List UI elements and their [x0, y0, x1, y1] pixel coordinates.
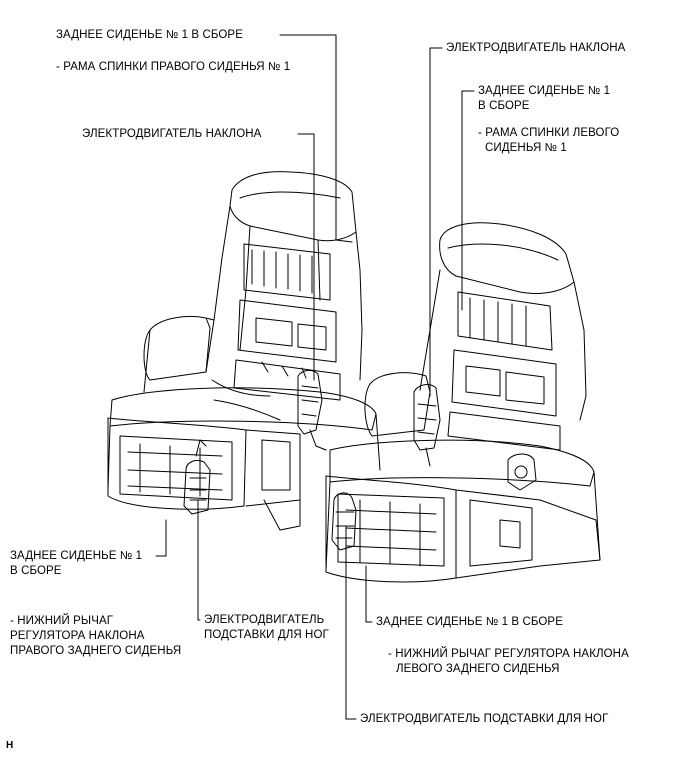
- label-ottoman-motor-left-line1: ЭЛЕКТРОДВИГАТЕЛЬ: [204, 614, 325, 626]
- label-rear-seat-assembly-top: ЗАДНЕЕ СИДЕНЬЕ № 1 В СБОРЕ: [56, 29, 243, 41]
- label-right-seatback-frame: - РАМА СПИНКИ ПРАВОГО СИДЕНЬЯ № 1: [56, 61, 291, 73]
- label-lower-arm-right-line2: РЕГУЛЯТОРА НАКЛОНА: [10, 630, 145, 642]
- label-ottoman-motor-left-line2: ПОДСТАВКИ ДЛЯ НОГ: [204, 629, 329, 641]
- leader-lines: [155, 34, 475, 720]
- label-rear-seat-assembly-left-line2: В СБОРЕ: [10, 565, 62, 577]
- label-rear-seat-assembly-left-line1: ЗАДНЕЕ СИДЕНЬЕ № 1: [10, 550, 143, 562]
- left-seat-illustration: [325, 222, 601, 583]
- label-ottoman-motor-bottom: ЭЛЕКТРОДВИГАТЕЛЬ ПОДСТАВКИ ДЛЯ НОГ: [360, 713, 609, 725]
- corner-mark: H: [6, 740, 14, 751]
- label-left-seatback-frame-line2: СИДЕНЬЯ № 1: [485, 142, 567, 154]
- label-lower-arm-left-line1: - НИЖНИЙ РЫЧАГ РЕГУЛЯТОРА НАКЛОНА: [388, 648, 629, 660]
- label-rear-seat-assembly-right-line2: В СБОРЕ: [478, 100, 530, 112]
- label-rear-seat-assembly-bottom: ЗАДНЕЕ СИДЕНЬЕ № 1 В СБОРЕ: [376, 616, 563, 628]
- right-seat-illustration: [107, 171, 381, 531]
- label-lower-arm-right-line1: - НИЖНИЙ РЫЧАГ: [10, 615, 114, 627]
- label-rear-seat-assembly-right-line1: ЗАДНЕЕ СИДЕНЬЕ № 1: [478, 85, 611, 97]
- label-left-seatback-frame-line1: - РАМА СПИНКИ ЛЕВОГО: [478, 127, 620, 139]
- label-recline-motor-left: ЭЛЕКТРОДВИГАТЕЛЬ НАКЛОНА: [82, 128, 262, 140]
- label-recline-motor-right: ЭЛЕКТРОДВИГАТЕЛЬ НАКЛОНА: [446, 42, 626, 54]
- label-lower-arm-right-line3: ПРАВОГО ЗАДНЕГО СИДЕНЬЯ: [10, 645, 182, 657]
- label-lower-arm-left-line2: ЛЕВОГО ЗАДНЕГО СИДЕНЬЯ: [396, 663, 560, 675]
